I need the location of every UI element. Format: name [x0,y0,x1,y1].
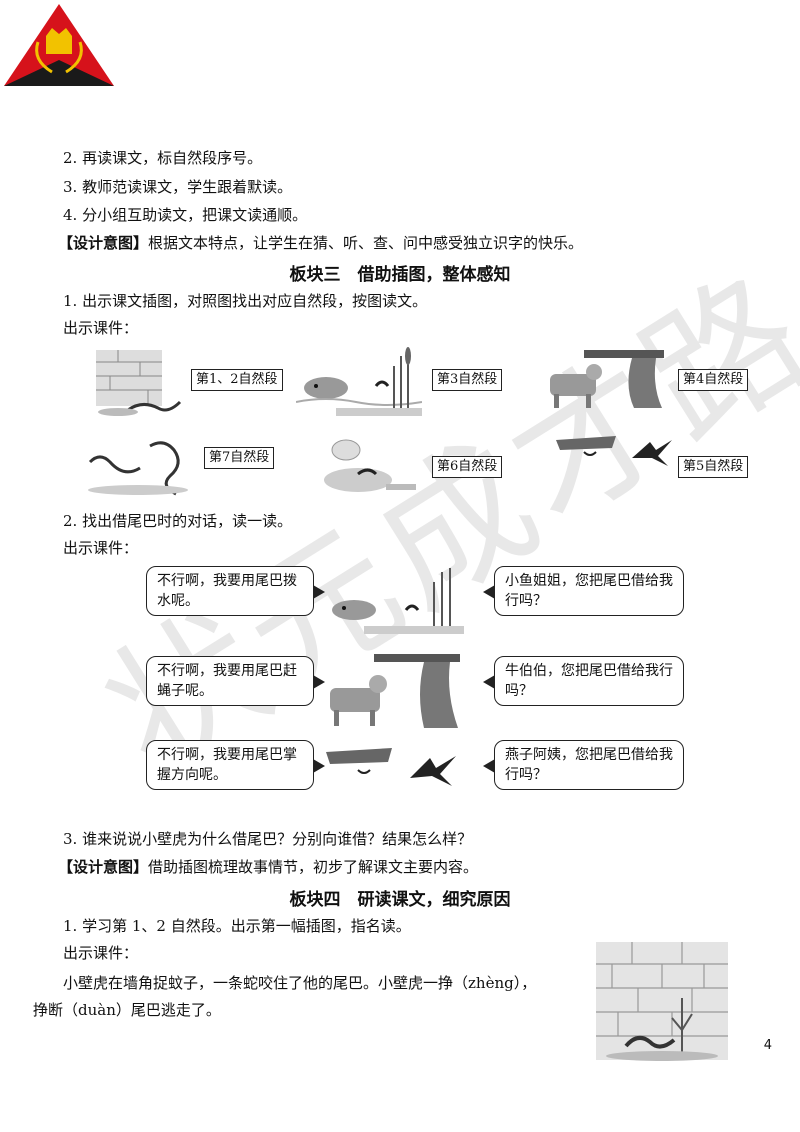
dialog-swallow-reply: 不行啊，我要用尾巴掌握方向呢。 [146,740,325,790]
design-intent-2: 【设计意图】借助插图梳理故事情节，初步了解课文主要内容。 [58,857,478,877]
design-intent-text: 根据文本特点，让学生在猜、听、查、问中感受独立识字的快乐。 [148,234,584,252]
para-label-6: 第6自然段 [432,456,503,478]
ox-dialog-illustration [330,654,460,728]
step-3: 3. 教师范读课文，学生跟着默读。 [63,178,293,196]
story-text-line-2: 挣断（duàn）尾巴逃走了。 [33,1001,221,1019]
design-intent-label: 【设计意图】 [58,858,149,876]
para-label-5: 第5自然段 [678,456,749,478]
swallow-eaves-illustration [556,436,672,466]
gecko-wall-illustration-large [596,942,728,1061]
gecko-pair-illustration [88,441,188,496]
para-label-1-2: 第1、2自然段 [191,369,283,391]
swallow-dialog-illustration [326,748,456,786]
design-intent-text: 借助插图梳理故事情节，初步了解课文主要内容。 [148,858,479,876]
section-heading-4: 板块四 研读课文，细究原因 [289,890,511,910]
task-4: 1. 学习第 1、2 自然段。出示第一幅插图，指名读。 [63,917,411,935]
rocks-gecko-illustration [324,439,416,492]
fish-pond-illustration [296,347,422,416]
para-label-4: 第4自然段 [678,369,749,391]
publisher-logo [4,4,114,86]
step-2: 2. 再读课文，标自然段序号。 [63,149,263,167]
step-4: 4. 分小组互助读文，把课文读通顺。 [63,206,308,224]
ox-tree-illustration [550,350,664,408]
dialog-fish-reply: 不行啊，我要用尾巴拨水呢。 [146,566,325,616]
fish-dialog-illustration [332,568,464,634]
task-3: 3. 谁来说说小壁虎为什么借尾巴？分别向谁借？结果怎么样？ [63,830,473,848]
story-text-line-1: 小壁虎在墙角捉蚊子，一条蛇咬住了他的尾巴。小壁虎一挣（zhèng）， [63,974,537,992]
design-intent-label: 【设计意图】 [58,234,149,252]
design-intent-1: 【设计意图】根据文本特点，让学生在猜、听、查、问中感受独立识字的快乐。 [58,233,583,253]
courseware-label-3: 出示课件： [63,944,139,962]
section-heading-3: 板块三 借助插图，整体感知 [289,265,511,285]
courseware-label: 出示课件： [63,319,139,337]
para-label-3: 第3自然段 [432,369,503,391]
dialog-gecko-ask-fish: 小鱼姐姐，您把尾巴借给我行吗？ [483,566,684,616]
page-number: 4 [763,1038,772,1053]
task-2: 2. 找出借尾巴时的对话，读一读。 [63,512,293,530]
dialog-gecko-ask-swallow: 燕子阿姨，您把尾巴借给我行吗？ [483,740,684,790]
courseware-label-2: 出示课件： [63,539,139,557]
gecko-wall-illustration [96,350,182,416]
task-1: 1. 出示课文插图，对照图找出对应自然段，按图读文。 [63,292,428,310]
para-label-7: 第7自然段 [204,447,275,469]
dialog-ox-reply: 不行啊，我要用尾巴赶蝇子呢。 [146,656,325,706]
dialog-gecko-ask-ox: 牛伯伯，您把尾巴借给我行吗？ [483,656,684,706]
